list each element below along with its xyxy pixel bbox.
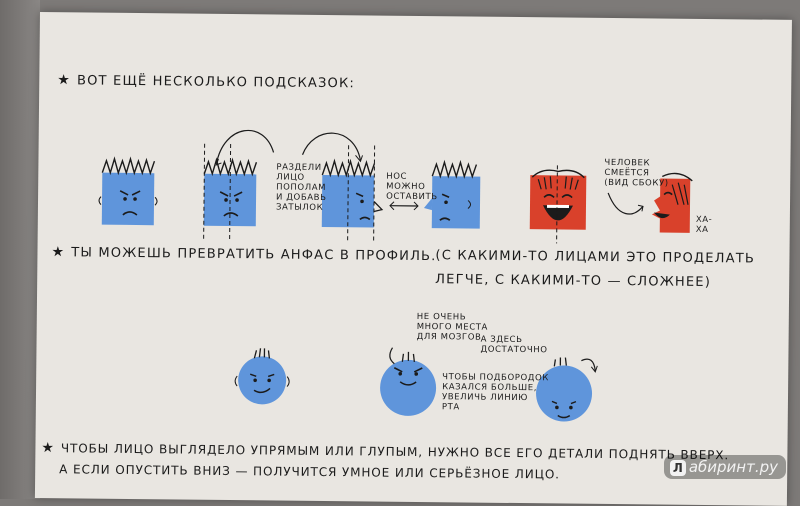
note-enough-here: А ЗДЕСЬ ДОСТАТОЧНО <box>480 334 548 356</box>
round-face-smart <box>536 357 598 422</box>
round-face-stubborn <box>380 347 437 416</box>
star-icon: ★ <box>51 244 66 261</box>
square-face-half <box>301 132 384 242</box>
note-laughing: ЧЕЛОВЕК СМЕЁТСЯ (ВИД СБОКУ) <box>604 157 669 189</box>
note-not-much-room: НЕ ОЧЕНЬ МНОГО МЕСТА ДЛЯ МОЗГОВ <box>416 311 489 343</box>
profile-note-line2: ЛЕГЧЕ, С КАКИМИ-ТО — СЛОЖНЕЕ) <box>435 272 712 291</box>
laughing-face-front <box>529 165 587 244</box>
illustration <box>98 129 693 422</box>
round-face-normal <box>234 348 290 405</box>
laughing-face-profile <box>651 172 693 233</box>
labirint-logo-icon: Л <box>669 460 686 476</box>
square-face-split <box>203 129 275 241</box>
note-split-face: РАЗДЕЛИ ЛИЦО ПОПОЛАМ И ДОБАВЬ ЗАТЫЛОК <box>275 162 327 213</box>
note-nose: НОС МОЖНО ОСТАВИТЬ <box>386 171 438 203</box>
star-icon: ★ <box>41 440 55 457</box>
book-page: ★ВОТ ЕЩЁ НЕСКОЛЬКО ПОДСКАЗОК: <box>34 12 792 506</box>
note-haha: ХА- ХА <box>695 214 713 236</box>
square-face-profile <box>423 159 481 229</box>
square-face-front <box>98 156 158 226</box>
book-gutter <box>0 0 40 499</box>
note-chin: ЧТОБЫ ПОДБОРОДОК КАЗАЛСЯ БОЛЬШЕ, УВЕЛИЧЬ… <box>441 372 550 413</box>
